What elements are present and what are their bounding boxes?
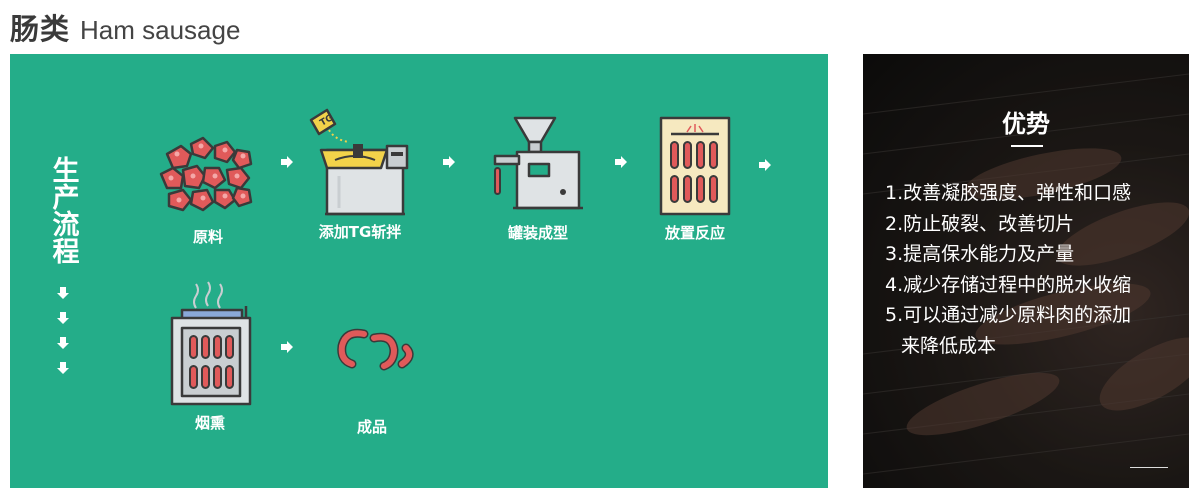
- step-label: 罐装成型: [507, 224, 568, 242]
- step-add-tg-chopping: TG 添加TG斩拌: [300, 106, 420, 242]
- arrow-right-icon: [281, 156, 293, 168]
- step-smoking: 烟熏: [150, 280, 270, 433]
- advantages-title: 优势: [1002, 110, 1050, 138]
- arrow-right-icon: [443, 156, 455, 168]
- process-label-char: 产: [52, 183, 80, 214]
- step-label: 放置反应: [664, 224, 725, 242]
- title-underline: [1011, 145, 1043, 147]
- title-english: Ham sausage: [80, 15, 241, 45]
- down-arrows: [56, 286, 76, 386]
- process-label-char: 流: [52, 210, 80, 241]
- process-label: 生 产 流 程: [46, 158, 86, 266]
- advantages-list: 1.改善凝胶强度、弹性和口感 2.防止破裂、改善切片 3.提高保水能力及产量 4…: [885, 178, 1185, 361]
- advantage-item: 3.提高保水能力及产量: [885, 243, 1075, 265]
- process-label-char: 程: [52, 237, 80, 268]
- advantage-item: 4.减少存储过程中的脱水收缩: [885, 273, 1132, 296]
- advantage-item: 2.防止破裂、改善切片: [885, 212, 1075, 235]
- arrow-down-icon: [57, 337, 69, 349]
- step-canning-forming: 罐装成型: [478, 112, 598, 243]
- step-label: 原料: [192, 228, 223, 246]
- advantage-item: 1.改善凝胶强度、弹性和口感: [885, 182, 1132, 204]
- page-title: 肠类 Ham sausage: [10, 6, 240, 46]
- step-finished-product: 成品: [312, 316, 432, 437]
- reaction-cabinet-icon: [659, 116, 731, 216]
- bowl-chopper-icon: TG: [309, 108, 409, 216]
- advantage-item: 5.可以通过减少原料肉的添加: [885, 304, 1132, 326]
- arrow-right-icon: [615, 156, 627, 168]
- step-label: 烟熏: [194, 414, 225, 432]
- raw-meat-icon: [159, 136, 253, 212]
- smokehouse-icon: [170, 281, 252, 406]
- arrow-right-icon: [281, 341, 293, 353]
- advantages-panel: 优势 1.改善凝胶强度、弹性和口感 2.防止破裂、改善切片 3.提高保水能力及产…: [863, 54, 1189, 488]
- process-panel: 生 产 流 程: [10, 54, 828, 488]
- arrow-down-icon: [57, 287, 69, 299]
- sausage-product-icon: [337, 328, 414, 371]
- filling-machine-icon: [493, 116, 583, 210]
- title-chinese: 肠类: [10, 12, 71, 46]
- process-label-char: 生: [52, 156, 80, 187]
- advantage-item-continuation: 来降低成本: [901, 334, 997, 357]
- corner-line: [1130, 467, 1168, 468]
- grill-background-image: [863, 54, 1189, 488]
- step-raw-material: 原料: [148, 124, 268, 247]
- step-label: 成品: [356, 418, 387, 436]
- arrow-down-icon: [57, 312, 69, 324]
- arrow-right-icon: [759, 159, 771, 171]
- step-rest-reaction: 放置反应: [630, 112, 760, 243]
- arrow-down-icon: [57, 362, 69, 374]
- step-label: 添加TG斩拌: [318, 223, 402, 241]
